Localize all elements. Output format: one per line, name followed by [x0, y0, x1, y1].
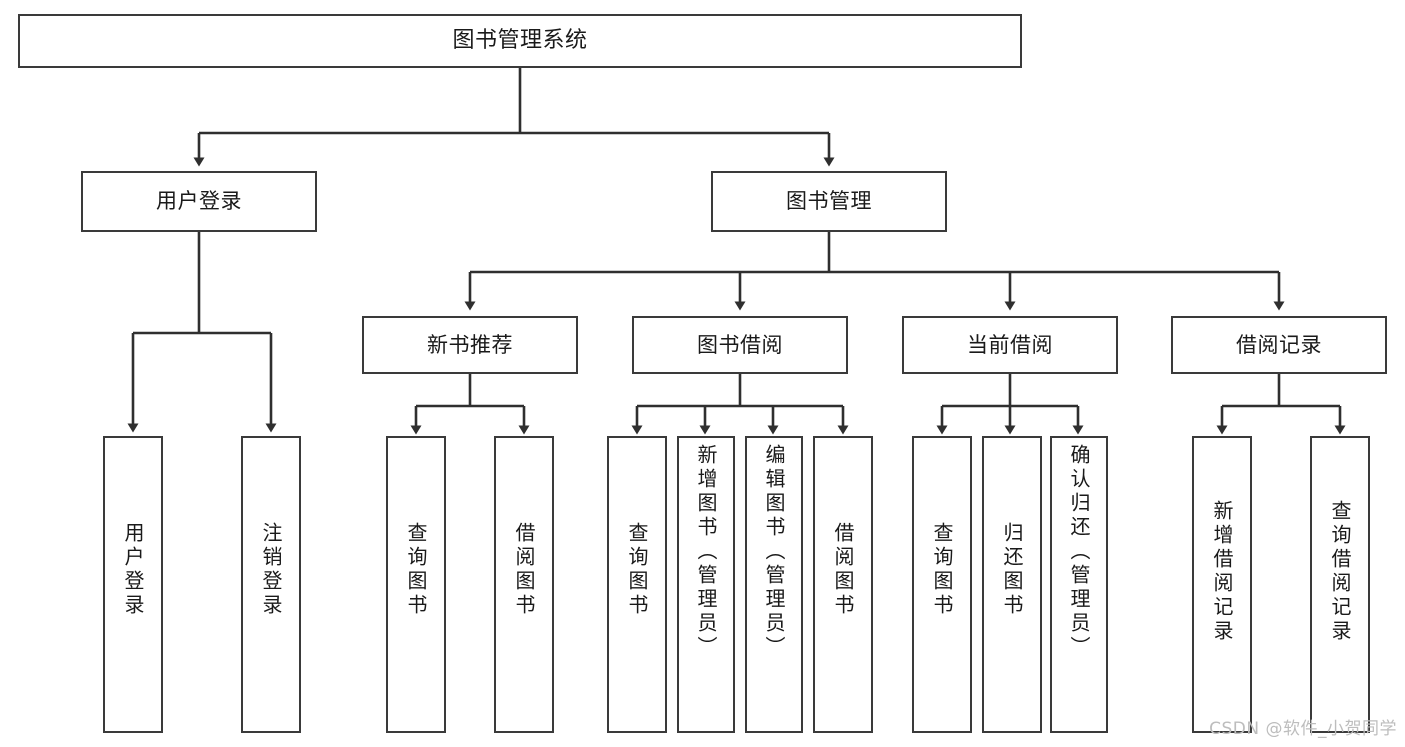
node-label: 借阅记录 [1236, 332, 1322, 357]
node-leaf-query-book-1[interactable]: 查询图书 [386, 436, 446, 733]
node-leaf-user-login[interactable]: 用户登录 [103, 436, 163, 733]
node-label: 新增图书（管理员） [694, 444, 718, 660]
node-label: 借阅图书 [831, 522, 855, 618]
node-label: 查询借阅记录 [1328, 500, 1352, 644]
node-leaf-add-book[interactable]: 新增图书（管理员） [677, 436, 735, 733]
node-current-borrow[interactable]: 当前借阅 [902, 316, 1118, 374]
node-user-login[interactable]: 用户登录 [81, 171, 317, 232]
node-leaf-query-record[interactable]: 查询借阅记录 [1310, 436, 1370, 733]
node-label: 新书推荐 [427, 332, 513, 357]
node-label: 注销登录 [259, 522, 283, 618]
node-borrow-record[interactable]: 借阅记录 [1171, 316, 1387, 374]
node-label: 借阅图书 [512, 522, 536, 618]
node-label: 用户登录 [156, 189, 242, 214]
node-label: 当前借阅 [967, 332, 1053, 357]
node-leaf-query-book-2[interactable]: 查询图书 [607, 436, 667, 733]
node-label: 查询图书 [404, 522, 428, 618]
node-label: 图书借阅 [697, 332, 783, 357]
node-new-book-recommend[interactable]: 新书推荐 [362, 316, 578, 374]
node-root-system[interactable]: 图书管理系统 [18, 14, 1022, 68]
csdn-watermark: CSDN @软件_小贺同学 [1209, 719, 1397, 739]
node-label: 查询图书 [930, 522, 954, 618]
node-leaf-add-record[interactable]: 新增借阅记录 [1192, 436, 1252, 733]
node-label: 确认归还（管理员） [1067, 444, 1091, 660]
node-leaf-borrow-book-1[interactable]: 借阅图书 [494, 436, 554, 733]
node-label: 用户登录 [121, 522, 145, 618]
node-label: 新增借阅记录 [1210, 500, 1234, 644]
node-leaf-confirm-return[interactable]: 确认归还（管理员） [1050, 436, 1108, 733]
node-leaf-return-book[interactable]: 归还图书 [982, 436, 1042, 733]
node-leaf-query-book-3[interactable]: 查询图书 [912, 436, 972, 733]
node-label: 图书管理 [786, 189, 872, 214]
node-label: 编辑图书（管理员） [762, 444, 786, 660]
node-label: 图书管理系统 [452, 28, 588, 54]
node-book-borrow[interactable]: 图书借阅 [632, 316, 848, 374]
node-label: 查询图书 [625, 522, 649, 618]
node-label: 归还图书 [1000, 522, 1024, 618]
node-leaf-borrow-book-2[interactable]: 借阅图书 [813, 436, 873, 733]
node-book-manage[interactable]: 图书管理 [711, 171, 947, 232]
node-leaf-edit-book[interactable]: 编辑图书（管理员） [745, 436, 803, 733]
node-leaf-logout-login[interactable]: 注销登录 [241, 436, 301, 733]
